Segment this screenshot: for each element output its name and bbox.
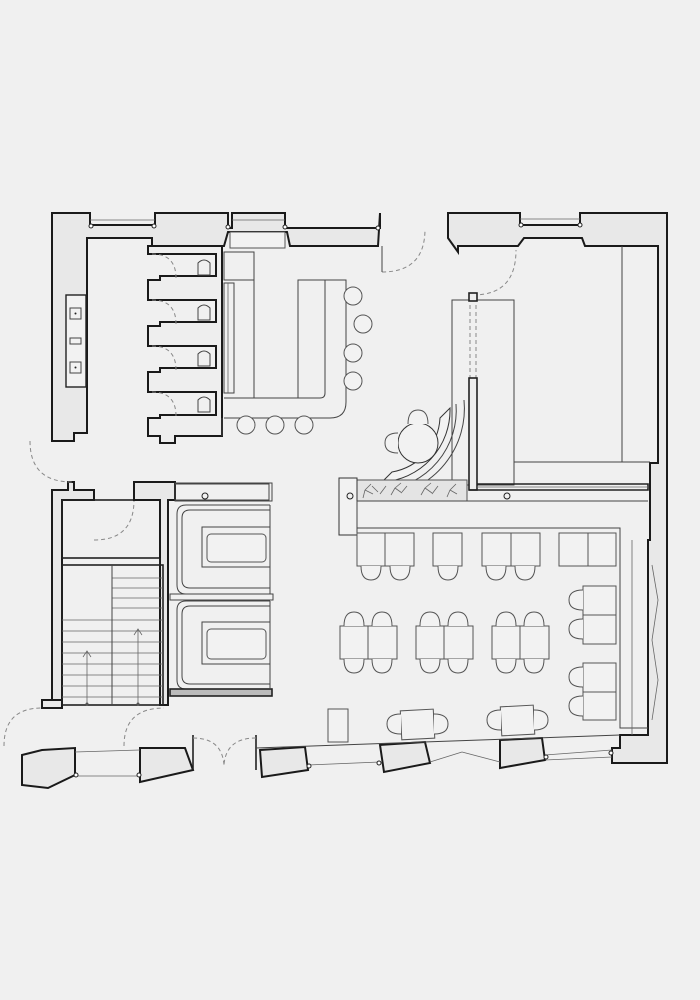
curved-counter bbox=[380, 399, 465, 497]
kitchen-corner bbox=[451, 246, 650, 500]
table-icon bbox=[399, 704, 536, 741]
vanity-panel bbox=[65, 294, 87, 388]
stair-treads bbox=[62, 565, 163, 705]
bathtub-room bbox=[169, 482, 274, 697]
chair-icon bbox=[386, 709, 549, 735]
stair-arrow-icon bbox=[82, 628, 143, 706]
table-icon bbox=[356, 532, 617, 567]
table-icon bbox=[582, 585, 617, 721]
window-hinge-marks bbox=[73, 222, 614, 778]
chair-icon bbox=[568, 589, 584, 717]
door-swing-icon bbox=[151, 253, 177, 417]
plant-icon bbox=[356, 479, 468, 502]
stairwell bbox=[61, 481, 176, 706]
restroom-stalls bbox=[147, 245, 223, 444]
chair-icon bbox=[343, 611, 545, 674]
dining-area bbox=[327, 500, 659, 743]
table-icon bbox=[339, 625, 550, 660]
exterior-walls bbox=[21, 212, 668, 790]
service-bar bbox=[221, 231, 373, 436]
chair-icon bbox=[360, 565, 536, 581]
door-swing-icon bbox=[3, 228, 517, 766]
toilet-icon bbox=[197, 259, 211, 413]
chair-icon bbox=[384, 409, 429, 454]
chair-icon bbox=[236, 286, 373, 435]
